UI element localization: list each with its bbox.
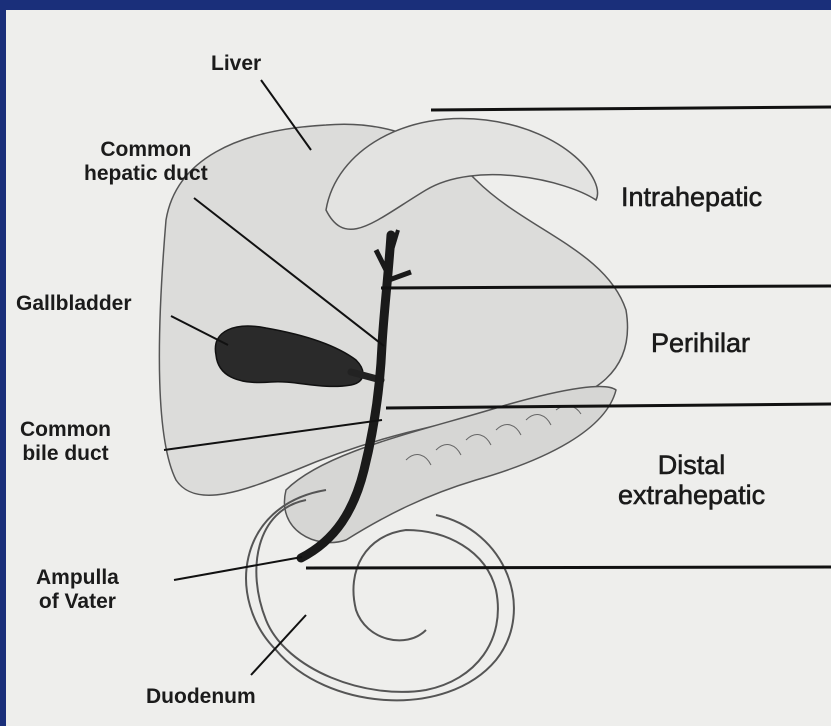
duodenum-outer <box>246 490 514 700</box>
region-distal-line1: Distal <box>618 450 765 480</box>
label-duodenum-text: Duodenum <box>146 685 256 708</box>
region-intrahepatic-text: Intrahepatic <box>621 182 762 212</box>
label-gallbladder-text: Gallbladder <box>16 292 132 315</box>
label-common-bile-duct-line2: bile duct <box>20 442 111 466</box>
divider-bottom <box>306 567 831 568</box>
region-distal-extrahepatic: Distal extrahepatic <box>618 450 765 510</box>
label-ampulla: Ampulla of Vater <box>36 566 119 613</box>
diagram-frame: Liver Common hepatic duct Gallbladder Co… <box>6 10 831 726</box>
leader-duodenum <box>251 615 306 675</box>
label-common-bile-duct-line1: Common <box>20 418 111 442</box>
region-distal-line2: extrahepatic <box>618 480 765 510</box>
label-common-hepatic-duct-line2: hepatic duct <box>84 162 208 186</box>
divider-intra-peri <box>381 286 831 288</box>
leader-ampulla <box>174 557 302 580</box>
label-ampulla-line2: of Vater <box>36 590 119 614</box>
region-perihilar-text: Perihilar <box>651 328 750 358</box>
divider-top <box>431 107 831 110</box>
label-gallbladder: Gallbladder <box>16 292 132 316</box>
label-liver-text: Liver <box>211 52 261 75</box>
duodenum-shape <box>256 500 498 692</box>
label-common-hepatic-duct: Common hepatic duct <box>84 138 208 185</box>
region-intrahepatic: Intrahepatic <box>621 182 762 212</box>
anatomy-drawing <box>6 10 831 726</box>
label-common-bile-duct: Common bile duct <box>20 418 111 465</box>
label-common-hepatic-duct-line1: Common <box>84 138 208 162</box>
label-liver: Liver <box>211 52 261 76</box>
label-ampulla-line1: Ampulla <box>36 566 119 590</box>
label-duodenum: Duodenum <box>146 685 256 709</box>
region-perihilar: Perihilar <box>651 328 750 358</box>
